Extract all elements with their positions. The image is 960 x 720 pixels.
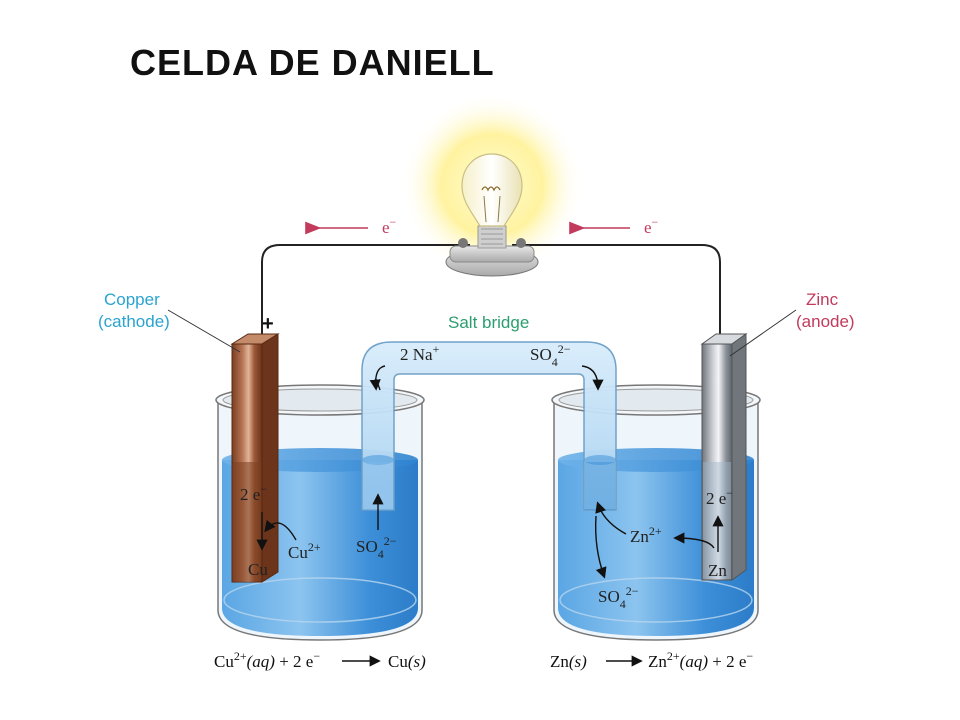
slide-title: CELDA DE DANIELL xyxy=(130,42,495,83)
svg-text:Cu2+(aq) + 2 e−: Cu2+(aq) + 2 e− xyxy=(214,649,320,671)
positive-terminal-icon: + xyxy=(262,313,274,335)
cu-ion-label: Cu2+ xyxy=(288,540,321,562)
anode-equation: Zn(s) Zn2+(aq) + 2 e− xyxy=(550,649,753,671)
cathode-label: (cathode) xyxy=(98,312,170,331)
zn-ion-label: Zn2+ xyxy=(630,524,662,546)
cu-electrons-label: 2 e− xyxy=(240,482,267,504)
sulfate-bridge-label: SO42− xyxy=(530,342,571,369)
svg-text:Zn2+(aq) + 2 e−: Zn2+(aq) + 2 e− xyxy=(648,649,753,671)
zinc-label: Zinc xyxy=(806,290,839,309)
electron-label-left: e− xyxy=(382,215,397,237)
cu-metal-label: Cu xyxy=(248,560,268,579)
anode-label: (anode) xyxy=(796,312,855,331)
zn-ion-arrow xyxy=(673,532,715,549)
salt-bridge xyxy=(361,341,617,511)
zinc-pointer xyxy=(729,309,797,357)
copper-pointer xyxy=(167,309,241,353)
light-bulb-icon xyxy=(445,153,539,277)
so4-left-label: SO42− xyxy=(356,534,397,561)
zn-electrons-label: 2 e− xyxy=(706,486,733,508)
svg-text:Cu(s): Cu(s) xyxy=(388,652,426,671)
copper-electrode xyxy=(230,333,280,583)
svg-text:Zn(s): Zn(s) xyxy=(550,652,587,671)
so4-right-arrow xyxy=(594,515,607,579)
salt-bridge-label: Salt bridge xyxy=(448,313,529,332)
cathode-equation: Cu2+(aq) + 2 e− Cu(s) xyxy=(214,649,426,671)
sodium-ion-label: 2 Na+ xyxy=(400,342,440,364)
so4-right-label: SO42− xyxy=(598,584,639,611)
electron-label-right: e− xyxy=(644,215,659,237)
copper-label: Copper xyxy=(104,290,160,309)
zn-metal-label: Zn xyxy=(708,561,727,580)
wire-right xyxy=(512,244,721,340)
cu-ion-arrow xyxy=(264,519,297,541)
zn-ion-bridge-arrow xyxy=(595,501,627,535)
wire-left xyxy=(261,244,470,340)
